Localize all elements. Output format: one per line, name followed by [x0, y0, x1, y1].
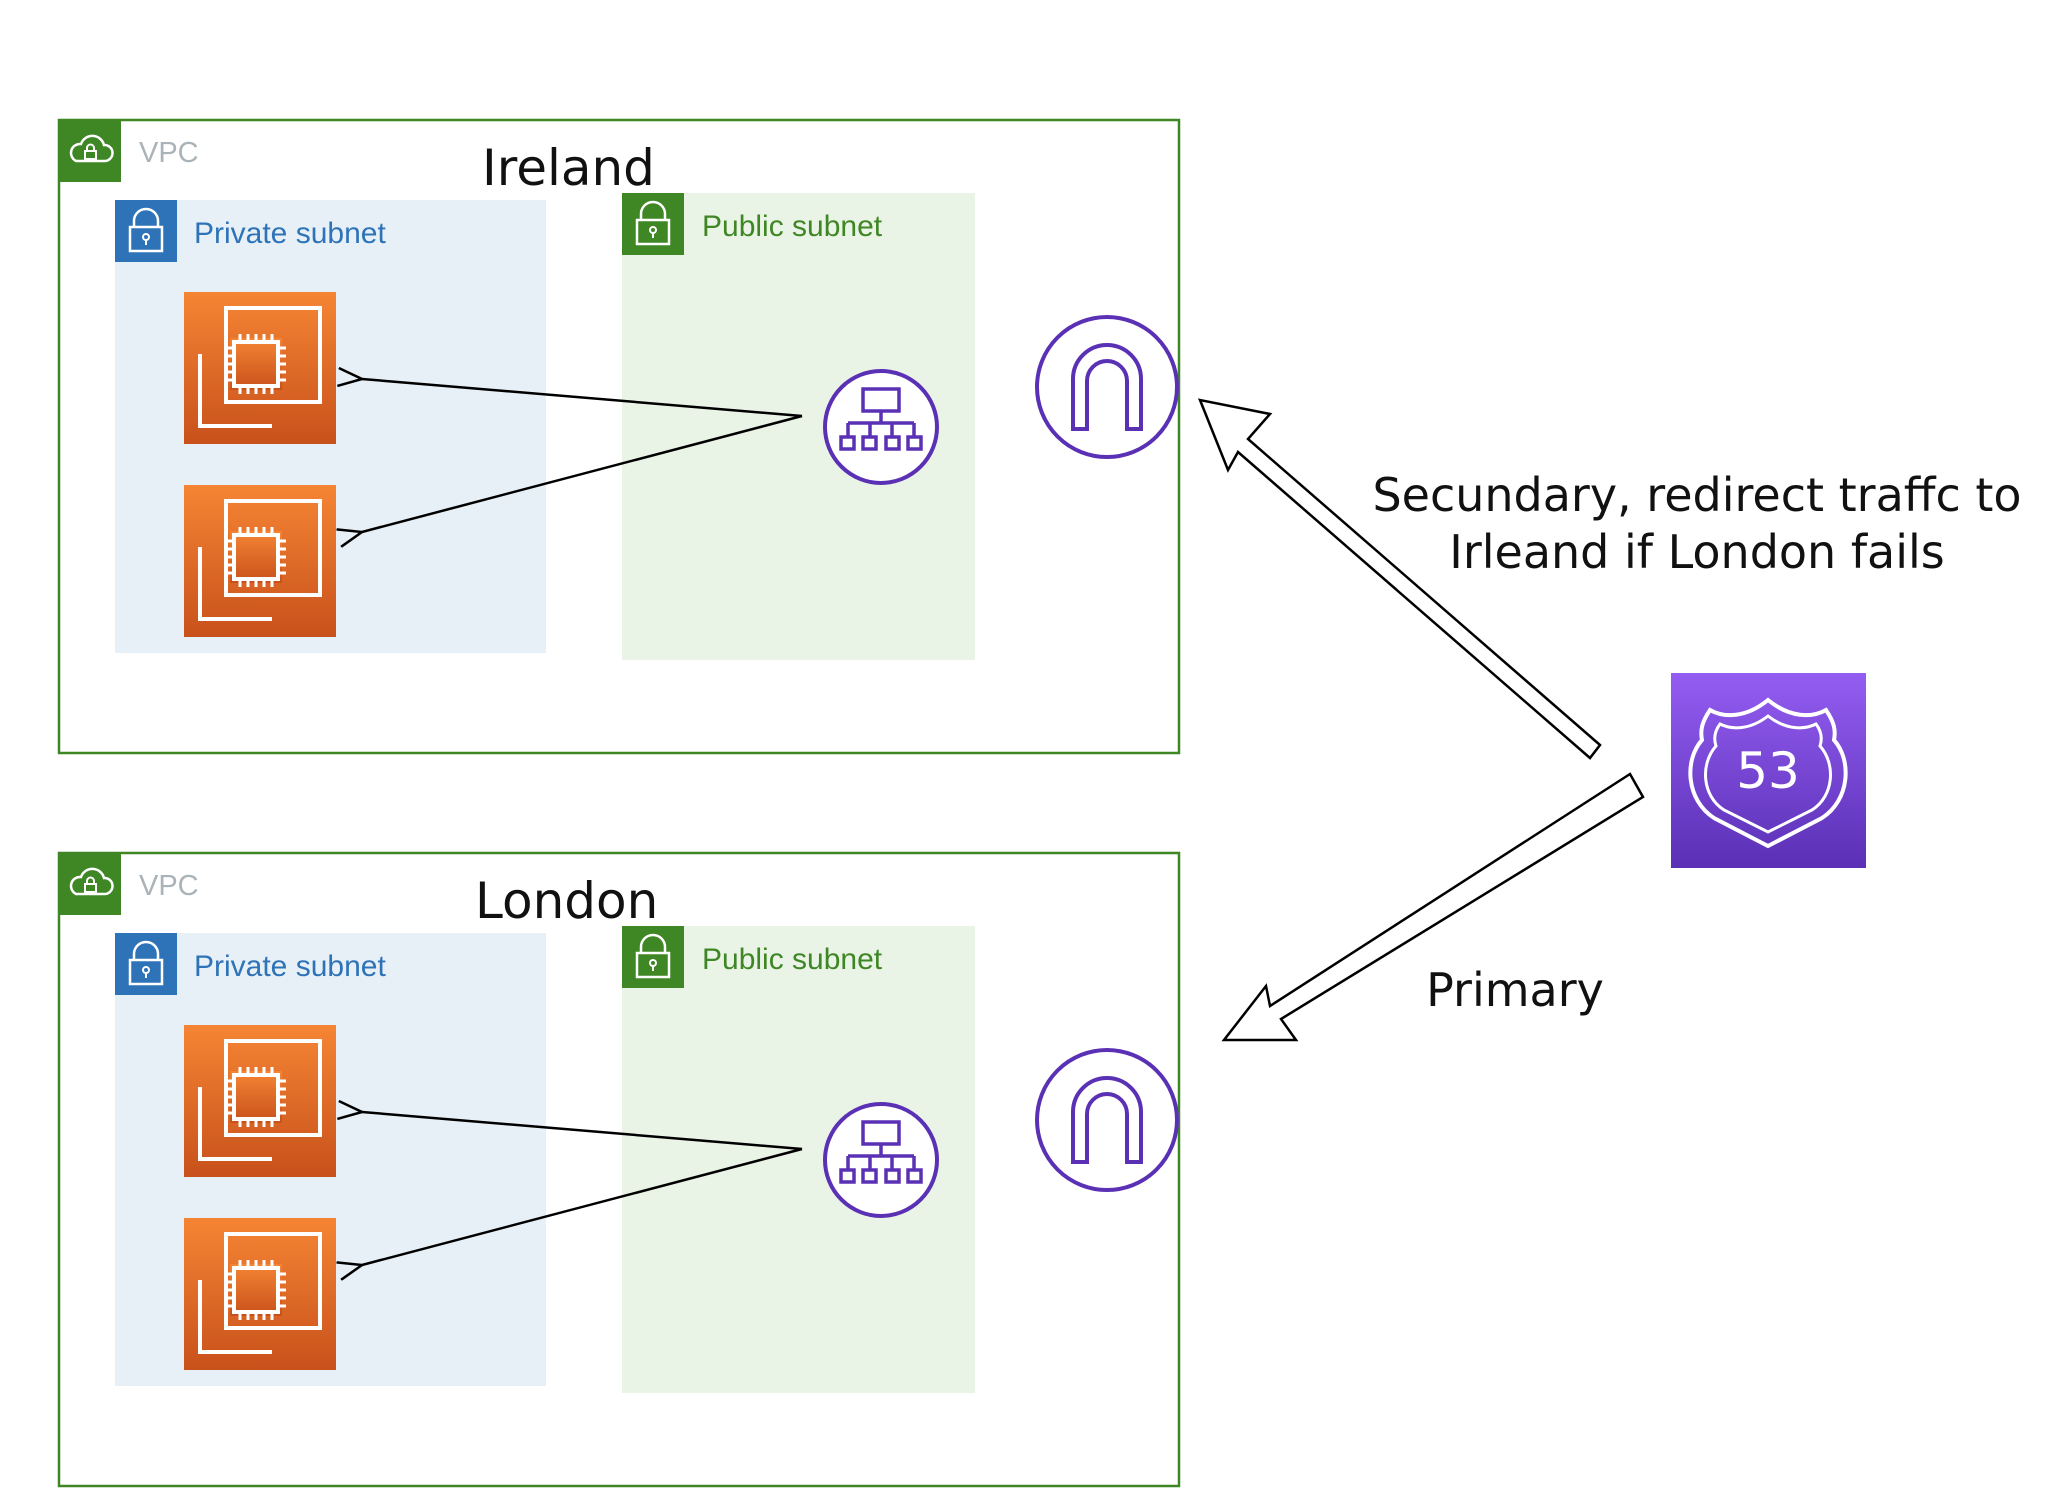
primary-route-label: Primary	[1426, 963, 1604, 1017]
lb-to-ec2-arrow	[362, 1147, 803, 1265]
ec2-instance-icon	[182, 1023, 338, 1179]
route53: 53	[1671, 673, 1866, 868]
private-subnet-lock-icon	[115, 933, 177, 995]
vpc-cloud-icon	[57, 851, 123, 917]
private-subnet-lock-icon	[115, 200, 177, 262]
public-subnet-label: Public subnet	[702, 210, 883, 243]
secondary-route-label-line2: Irleand if London fails	[1449, 525, 1944, 579]
lb-to-ec2-arrow	[362, 379, 803, 418]
load-balancer-icon	[823, 369, 939, 485]
internet-gateway-icon	[1035, 1048, 1179, 1192]
ec2-instance-icon	[182, 483, 338, 639]
secondary-route-label-line1: Secundary, redirect traffc to	[1372, 468, 2021, 522]
load-balancer-icon	[823, 1102, 939, 1218]
lb-to-ec2-arrow	[362, 414, 803, 532]
region-ireland: VPC Ireland Private subnet Public subnet	[57, 118, 1181, 755]
public-subnet-label: Public subnet	[702, 943, 883, 976]
vpc-cloud-icon	[57, 118, 123, 184]
route53-badge-text: 53	[1736, 742, 1800, 800]
region-london: VPC London Private subnet Public subnet	[57, 851, 1181, 1488]
public-subnet-lock-icon	[622, 926, 684, 988]
ec2-instance-icon	[182, 1216, 338, 1372]
region-name: London	[475, 872, 658, 930]
private-subnet-label: Private subnet	[194, 950, 386, 983]
private-subnet-label: Private subnet	[194, 217, 386, 250]
internet-gateway-icon	[1035, 315, 1179, 459]
public-subnet-lock-icon	[622, 193, 684, 255]
secondary-route-arrow	[1197, 398, 1602, 760]
ec2-instance-icon	[182, 290, 338, 446]
route53-shield-icon: 53	[1688, 697, 1848, 849]
primary-route-arrow	[1221, 772, 1645, 1042]
vpc-label: VPC	[139, 137, 199, 169]
vpc-label: VPC	[139, 870, 199, 902]
lb-to-ec2-arrow	[362, 1112, 803, 1151]
region-name: Ireland	[482, 139, 655, 197]
